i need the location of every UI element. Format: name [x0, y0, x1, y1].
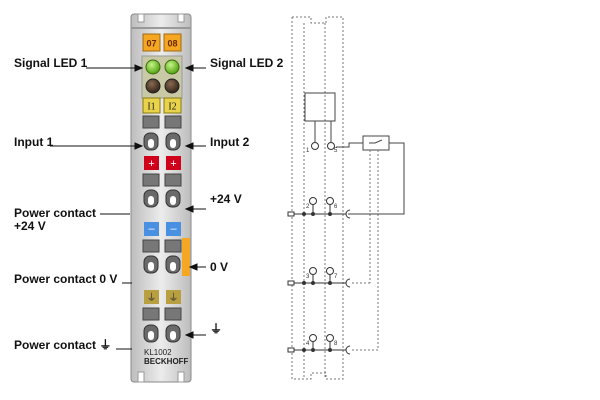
input-tag-i2: I2: [168, 102, 176, 113]
spring-clamp-row-2: [142, 173, 182, 208]
ground-markers: ⏚ ⏚: [144, 290, 181, 304]
contact-number-2: 2: [306, 204, 310, 210]
zero-v-label: 0 V: [210, 260, 229, 274]
contact-number-1: 1: [306, 148, 310, 154]
svg-text:+: +: [170, 158, 176, 170]
model-label: KL1002: [144, 348, 172, 357]
label-arrows: [50, 64, 206, 350]
signal-led-1-label: Signal LED 1: [14, 56, 88, 70]
led-off-2: [164, 78, 180, 94]
schematic-junctions: [302, 212, 332, 352]
power-contact-24v-label-line2: +24 V: [14, 219, 46, 233]
wiring-schematic: [291, 16, 405, 380]
svg-text:–: –: [170, 223, 177, 235]
svg-text:–: –: [148, 223, 155, 235]
spring-clamp-row-3: [142, 239, 182, 274]
orange-tab: [182, 238, 190, 276]
svg-text:+: +: [148, 158, 154, 170]
input-tag-i1: I1: [147, 102, 155, 113]
svg-text:⏚: ⏚: [147, 292, 157, 304]
led-number-labels: 07 08: [142, 33, 182, 52]
signal-led-2: [164, 59, 180, 75]
contact-number-7: 7: [334, 274, 338, 280]
input-1-label: Input 1: [14, 135, 54, 149]
power-contact-24v-label-line1: Power contact: [14, 206, 97, 220]
power-contact-0v-label: Power contact 0 V: [14, 272, 118, 286]
brand-label: BECKHOFF: [144, 357, 189, 366]
svg-text:⏚: ⏚: [169, 292, 179, 304]
contact-number-3: 3: [306, 274, 310, 280]
power-contact-ground-label: Power contact ⏚: [14, 338, 112, 352]
spring-clamp-row-4: [142, 307, 182, 343]
plus-24v-label: +24 V: [210, 192, 242, 206]
contact-numbers: 1 5 2 6 3 7 4 8: [306, 148, 338, 347]
contact-number-6: 6: [334, 204, 338, 210]
schematic-arcs: [345, 209, 351, 355]
led-off-1: [145, 78, 161, 94]
led-number-07: 07: [146, 39, 156, 49]
schematic-terminals: [287, 142, 335, 353]
contact-number-8: 8: [334, 341, 338, 347]
spring-clamp-row-1: [142, 115, 182, 151]
plus-markers: + +: [144, 156, 181, 170]
led-number-08: 08: [167, 39, 177, 49]
signal-led-2-label: Signal LED 2: [210, 56, 284, 70]
signal-led-1: [145, 59, 161, 75]
input-tags: I1 I2: [142, 97, 182, 114]
input-2-label: Input 2: [210, 135, 250, 149]
ground-symbol-label: ⏚: [210, 322, 223, 336]
contact-number-4: 4: [306, 341, 310, 347]
minus-markers: – –: [144, 222, 190, 276]
contact-number-5: 5: [334, 148, 338, 154]
led-block: [141, 55, 183, 99]
